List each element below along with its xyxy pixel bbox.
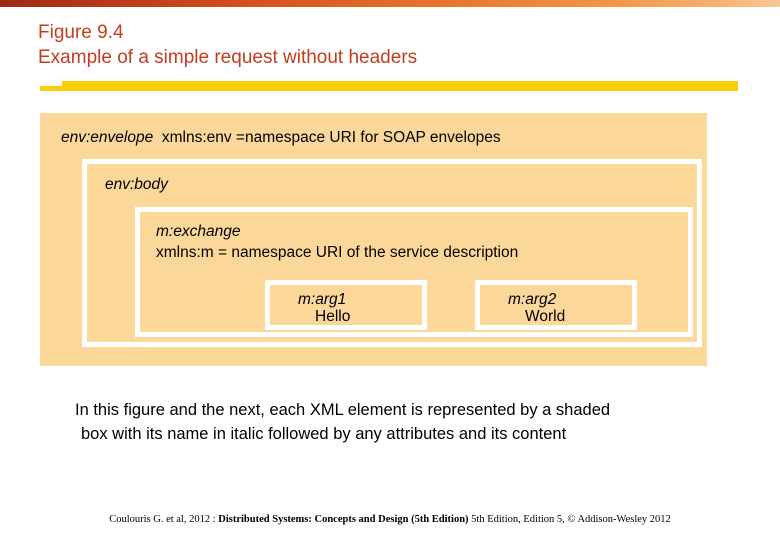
env-envelope-element-name: env:envelope (61, 129, 154, 146)
m-arg1-element-name: m:arg1 (298, 291, 347, 308)
m-exchange-label: m:exchange (156, 222, 240, 241)
page-title: Figure 9.4 Example of a simple request w… (38, 20, 738, 70)
caption-line-2: box with its name in italic followed by … (81, 425, 567, 443)
env-body-element-name: env:body (105, 176, 168, 193)
citation-book-title: Distributed Systems: Concepts and Design… (218, 514, 469, 525)
m-arg1-value: Hello (315, 308, 351, 325)
caption-line-1: In this figure and the next, each XML el… (75, 401, 611, 419)
m-arg2-element-name: m:arg2 (508, 291, 557, 308)
env-envelope-label: env:envelope xmlns:env =namespace URI fo… (61, 128, 501, 147)
title-line-2: Example of a simple request without head… (38, 47, 418, 68)
citation-suffix: 5th Edition, Edition 5, © Addison-Wesley… (468, 514, 671, 525)
m-exchange-box: m:exchange xmlns:m = namespace URI of th… (135, 207, 693, 337)
env-body-box: env:body m:exchange xmlns:m = namespace … (82, 159, 702, 347)
m-exchange-attributes: xmlns:m = namespace URI of the service d… (156, 244, 519, 261)
m-arg1-box: m:arg1 Hello (265, 280, 427, 330)
figure-caption: In this figure and the next, each XML el… (75, 398, 735, 446)
yellow-divider-notch (40, 81, 62, 86)
citation-prefix: Coulouris G. et al, 2012 : (109, 514, 219, 525)
m-exchange-element-name: m:exchange (156, 223, 241, 240)
top-accent-bar (0, 0, 780, 7)
env-envelope-attributes: xmlns:env =namespace URI for SOAP envelo… (161, 129, 501, 146)
soap-message-diagram: env:envelope xmlns:env =namespace URI fo… (40, 113, 707, 366)
source-citation-footer: Coulouris G. et al, 2012 : Distributed S… (0, 513, 780, 527)
env-body-label: env:body (105, 175, 168, 194)
title-line-1: Figure 9.4 (38, 22, 124, 43)
m-arg2-value: World (525, 308, 566, 325)
yellow-divider-rule (40, 81, 738, 91)
m-arg2-box: m:arg2 World (475, 280, 637, 330)
